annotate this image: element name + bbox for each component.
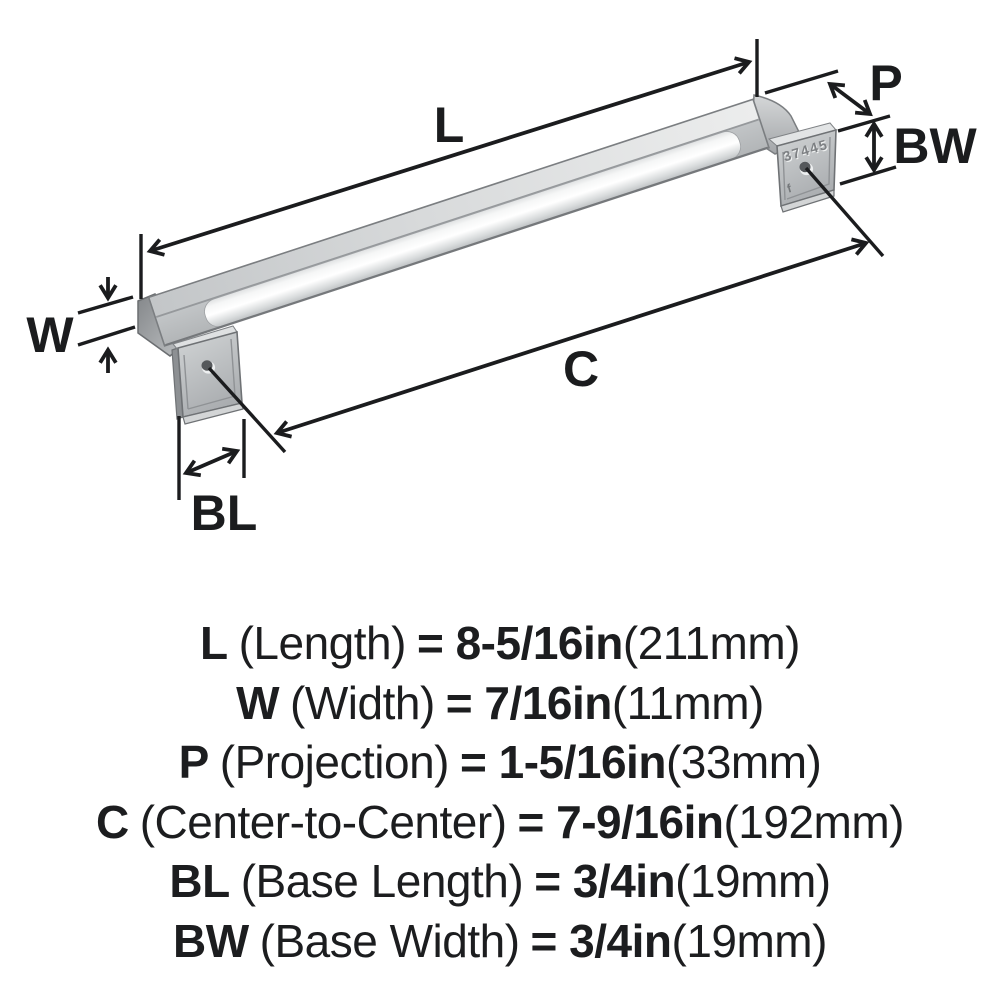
spec-label: W xyxy=(236,676,280,729)
handle-bar-top-face xyxy=(150,100,759,317)
spec-name: (Projection) xyxy=(219,736,450,788)
spec-label: BW xyxy=(173,914,249,967)
dimension-projection xyxy=(764,69,873,117)
spec-metric: (33mm) xyxy=(665,736,822,788)
label-BW: BW xyxy=(893,118,977,174)
spec-name: (Width) xyxy=(290,676,435,729)
stamp-mark: f xyxy=(785,181,794,196)
dimension-spec-list: L(Length)= 8-5/16in(211mm) W(Width)= 7/1… xyxy=(0,614,1000,971)
spec-name: (Length) xyxy=(238,617,407,669)
spec-value: = 7/16in xyxy=(445,676,613,729)
spec-value: = 8-5/16in xyxy=(416,617,623,669)
dimension-base-width xyxy=(837,114,897,186)
spec-value: = 3/4in xyxy=(534,855,676,907)
label-BL: BL xyxy=(191,485,258,541)
label-L: L xyxy=(434,97,465,153)
spec-row-base-width: BW(Base Width)= 3/4in(19mm) xyxy=(0,912,1000,972)
dimension-annotations xyxy=(77,39,897,500)
handle-bar-grip-highlight xyxy=(204,131,742,328)
handle-right-base-plate: 37445 37445 f xyxy=(767,122,837,213)
spec-metric: (19mm) xyxy=(671,914,828,967)
dimension-length xyxy=(139,39,759,299)
spec-metric: (192mm) xyxy=(723,795,904,848)
spec-row-width: W(Width)= 7/16in(11mm) xyxy=(0,674,1000,734)
spec-label: BL xyxy=(169,855,230,907)
label-W: W xyxy=(26,307,74,363)
handle-left-base-plate xyxy=(171,325,244,425)
dimension-center-to-center xyxy=(273,237,870,439)
spec-label: L xyxy=(199,617,228,669)
spec-row-length: L(Length)= 8-5/16in(211mm) xyxy=(0,614,1000,674)
spec-value: = 7-9/16in xyxy=(517,795,724,848)
spec-name: (Base Width) xyxy=(259,914,520,967)
handle-bar xyxy=(147,98,770,347)
spec-value: = 3/4in xyxy=(530,914,672,967)
spec-row-base-length: BL(Base Length)= 3/4in(19mm) xyxy=(0,852,1000,912)
label-P: P xyxy=(869,55,902,111)
label-C: C xyxy=(563,341,599,397)
spec-label: P xyxy=(178,736,210,788)
handle-illustration: 37445 37445 f xyxy=(137,94,885,454)
spec-name: (Center-to-Center) xyxy=(139,795,507,848)
dimension-width xyxy=(77,277,136,373)
spec-metric: (19mm) xyxy=(675,855,831,907)
right-hole-leader-line xyxy=(804,166,885,258)
spec-value: = 1-5/16in xyxy=(459,736,666,788)
left-hole-leader-line xyxy=(207,366,287,454)
spec-metric: (11mm) xyxy=(611,676,765,729)
spec-row-projection: P(Projection)= 1-5/16in(33mm) xyxy=(0,733,1000,793)
dimension-base-length xyxy=(177,416,246,500)
handle-diagram-canvas: 37445 37445 f xyxy=(26,39,977,541)
spec-name: (Base Length) xyxy=(240,855,524,907)
spec-label: C xyxy=(96,795,129,848)
spec-metric: (211mm) xyxy=(622,617,801,669)
spec-row-center-to-center: C(Center-to-Center)= 7-9/16in(192mm) xyxy=(0,793,1000,853)
